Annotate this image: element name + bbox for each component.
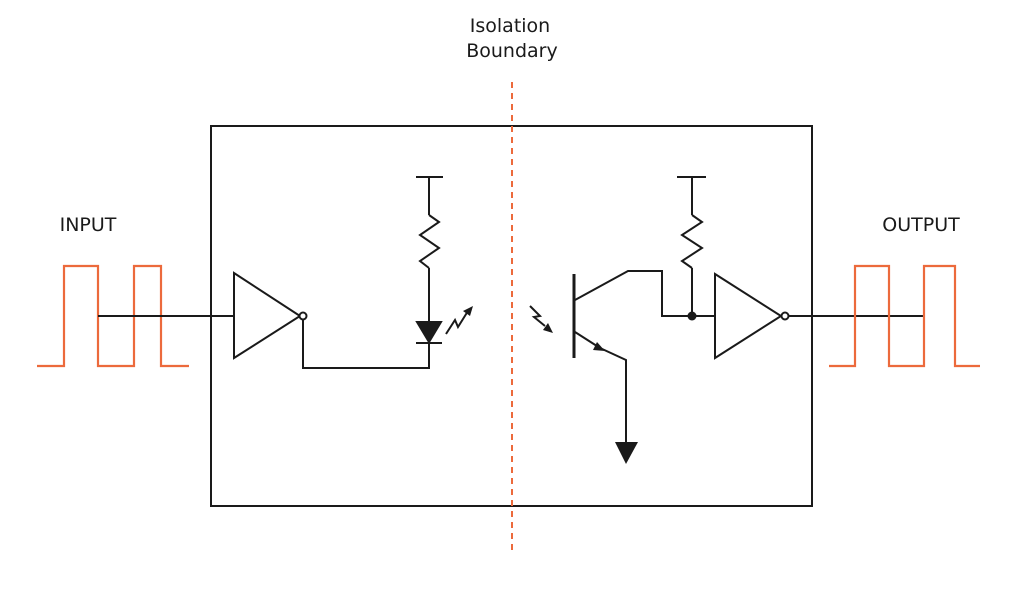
ground-arrow-icon bbox=[615, 442, 638, 464]
output-pull-up-resistor-icon bbox=[680, 214, 704, 269]
light-reception-arrow-icon bbox=[529, 305, 553, 333]
led-emitter-icon bbox=[415, 321, 443, 344]
boundary-label-line2: Boundary bbox=[466, 40, 558, 62]
input-label: INPUT bbox=[60, 214, 117, 236]
phototransistor-icon bbox=[572, 270, 692, 442]
pull-up-resistor-icon bbox=[418, 214, 441, 269]
output-label: OUTPUT bbox=[882, 214, 960, 236]
output-square-wave bbox=[829, 264, 980, 368]
output-inverter-icon bbox=[714, 272, 790, 360]
light-emission-arrow-icon bbox=[445, 306, 473, 335]
led-drive-wire bbox=[302, 320, 430, 369]
boundary-label-line1: Isolation bbox=[470, 15, 550, 37]
inverter-buffer-icon bbox=[233, 271, 308, 360]
